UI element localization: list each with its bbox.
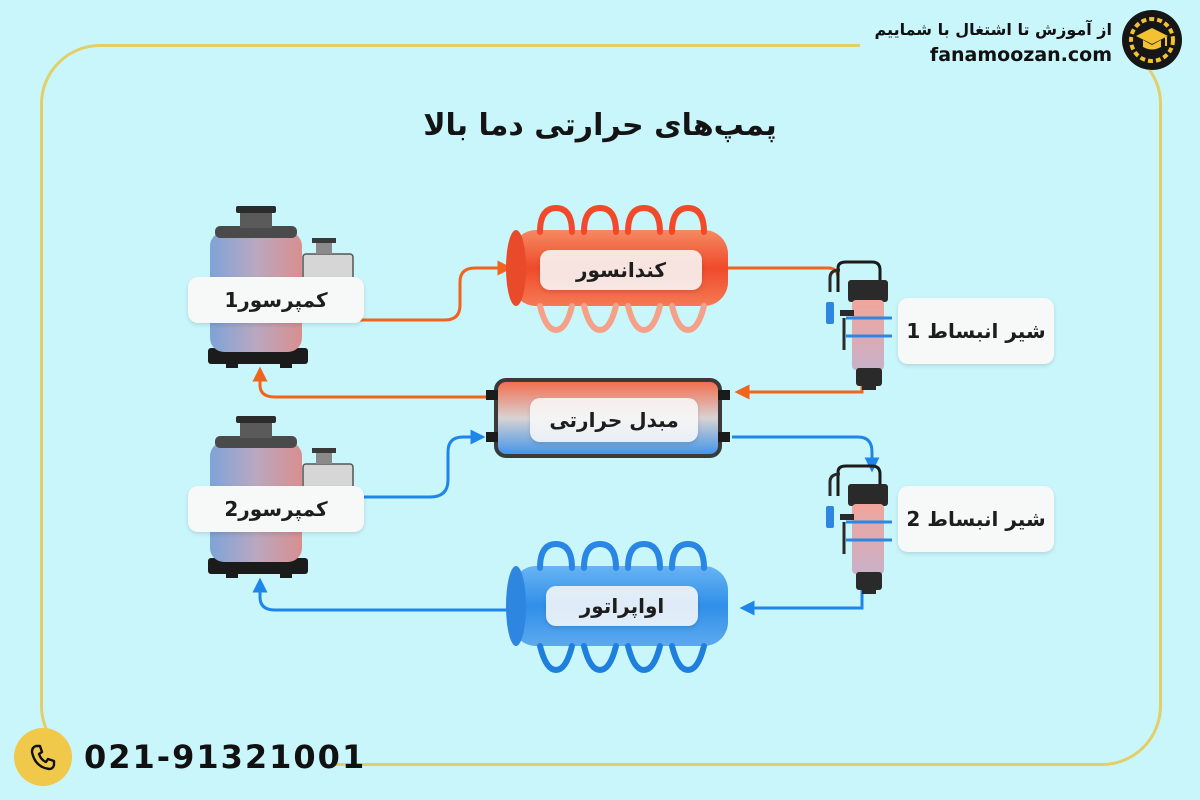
graduation-cap-gear-icon [1122,10,1182,70]
heat-exchanger-label: مبدل حرارتی [530,398,698,442]
compressor1-label: کمپرسور1 [188,277,364,323]
pipe-compressor1-to-condenser [360,260,513,322]
cold-loop-pipes [252,429,880,616]
valve2-label: شیر انبساط 2 [898,486,1054,552]
compressor2-label: کمپرسور2 [188,486,364,532]
condenser-label: کندانسور [540,250,702,290]
evaporator-label: اواپراتور [546,586,698,626]
brand-tagline: از آموزش تا اشتغال با شماییم [874,20,1112,39]
expansion-valve2 [826,464,892,594]
pipe-valve1-to-exchanger [734,380,864,400]
valve1-label: شیر انبساط 1 [898,298,1054,364]
phone-number[interactable]: 021-91321001 [84,738,367,776]
pipe-compressor2-to-exchanger [360,429,486,499]
pipe-exchanger-to-compressor1 [252,366,492,399]
pipe-exchanger-to-valve2 [732,435,880,473]
brand-header[interactable]: از آموزش تا اشتغال با شماییم fanamoozan.… [874,10,1182,70]
page-frame [40,44,1162,766]
pipe-condenser-to-valve1 [728,266,840,290]
pipe-valve2-to-evaporator [739,590,864,616]
phone-icon[interactable] [14,728,72,786]
page-title: پمپ‌های حرارتی دما بالا [423,108,777,143]
brand-site[interactable]: fanamoozan.com [929,44,1112,66]
pipe-evaporator-to-compressor2 [252,577,512,612]
expansion-valve1 [826,260,892,390]
